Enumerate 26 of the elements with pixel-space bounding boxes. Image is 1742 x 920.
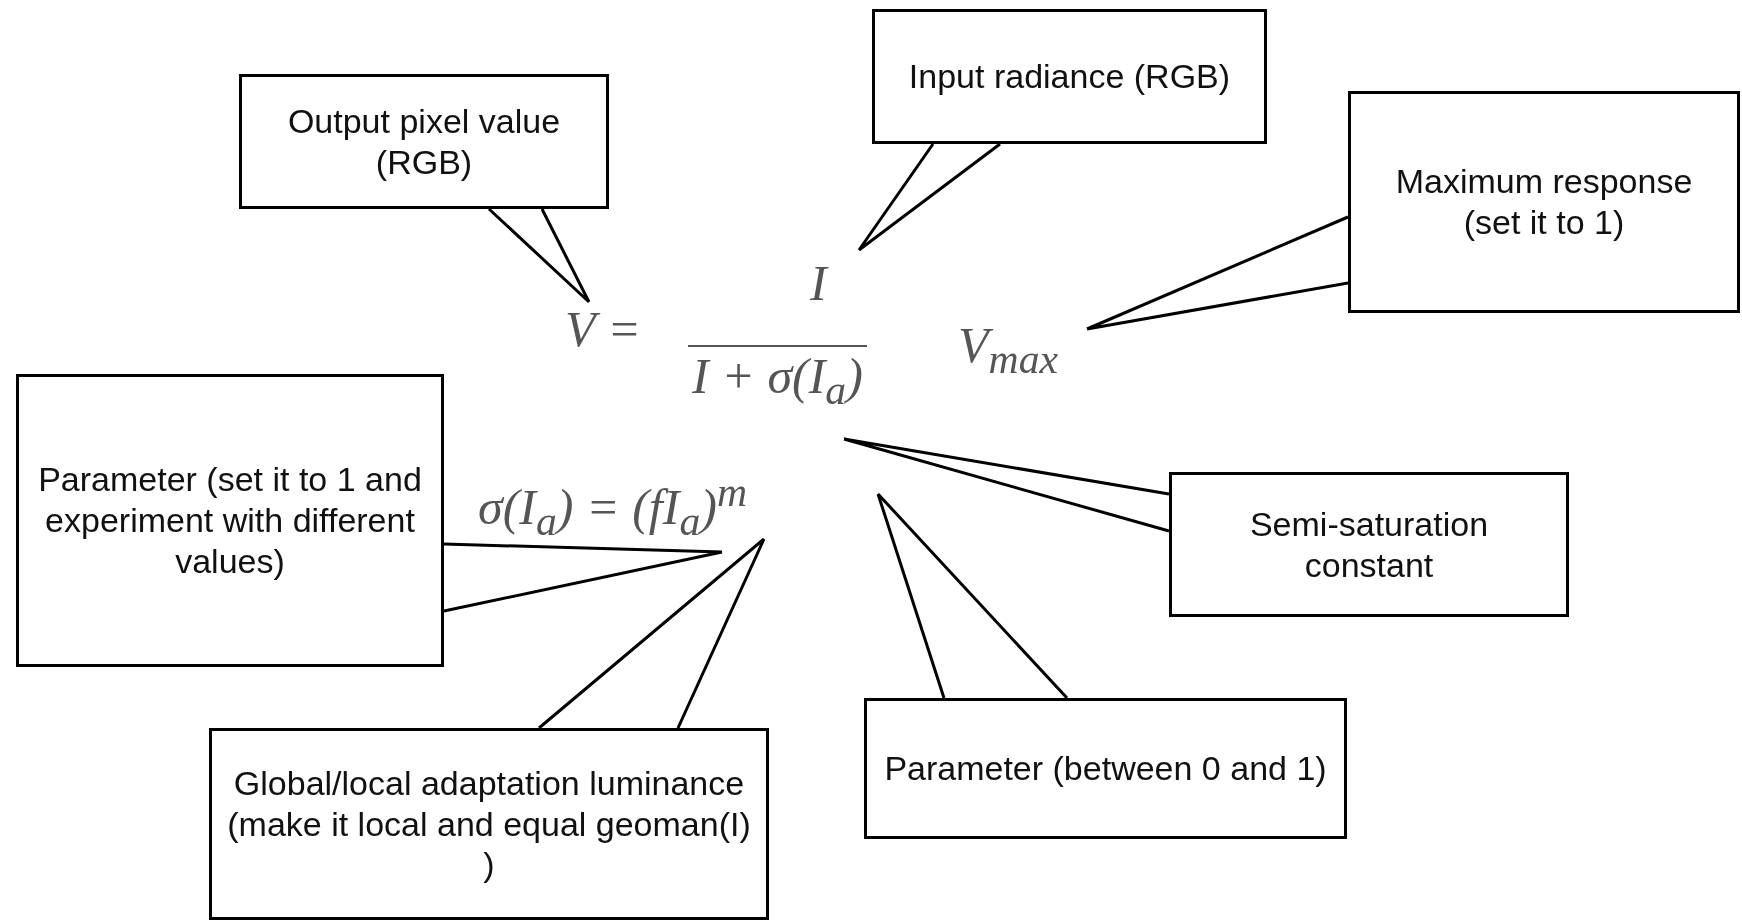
callout-box bbox=[16, 374, 444, 667]
callout-pointer bbox=[842, 437, 1171, 533]
callout-text: Input radiance (RGB) bbox=[908, 56, 1231, 97]
callout-pointer bbox=[876, 492, 1069, 700]
denominator-text: I + σ(I$_{a}$) bbox=[688, 345, 867, 414]
callout-pointer bbox=[442, 542, 724, 613]
callout-box bbox=[864, 698, 1347, 839]
callout-box bbox=[1169, 472, 1569, 617]
callout-box bbox=[1348, 91, 1740, 313]
numerator-text: I bbox=[810, 256, 827, 311]
callout-pointer bbox=[537, 537, 766, 730]
callout-text: Parameter (set it to 1 and experiment with different values) bbox=[37, 459, 423, 582]
formula-text: σ(I$_{a}$) = (fI$_{a}$)$^{m}$ bbox=[478, 470, 747, 545]
callout-text: Maximum response (set it to 1) bbox=[1394, 161, 1694, 243]
callout-pointer bbox=[1085, 215, 1350, 331]
callout-text: Global/local adaptation luminance (make it local and equal geoman(I) ) bbox=[226, 762, 752, 886]
callout-pointer bbox=[487, 207, 591, 304]
callout-box bbox=[209, 728, 769, 920]
callout-box bbox=[239, 74, 609, 209]
callout-text: Parameter (between 0 and 1) bbox=[884, 748, 1327, 789]
formula-text: V$_{max}$ bbox=[958, 318, 1058, 383]
callout-box bbox=[872, 9, 1267, 144]
callout-pointer bbox=[857, 142, 1002, 252]
callout-text: Output pixel value (RGB) bbox=[286, 100, 562, 183]
formula-text: V = bbox=[565, 302, 641, 357]
callout-text: Semi-saturation constant bbox=[1248, 503, 1490, 586]
